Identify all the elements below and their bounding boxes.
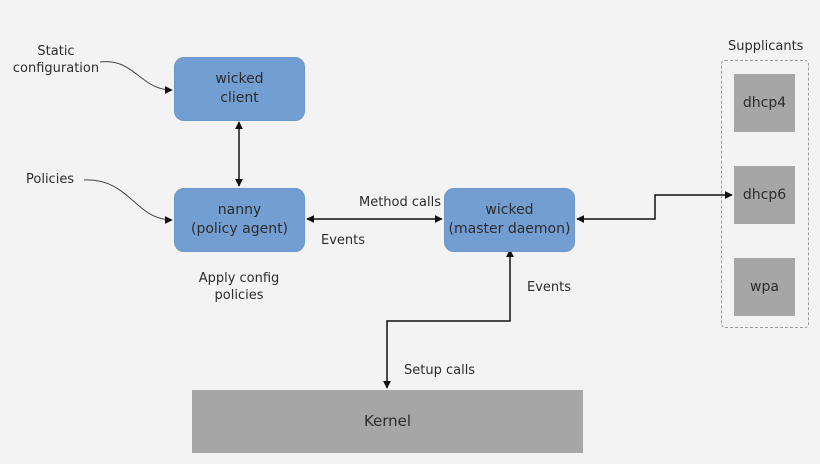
kernel-node: Kernel [192,390,583,453]
setup-calls-label: Setup calls [404,363,476,378]
nanny-node: nanny (policy agent) [174,188,305,252]
static-config-arrow [99,61,173,94]
static-configuration-label: Static configuration [12,44,100,76]
wicked-daemon-node: wicked (master daemon) [444,188,575,252]
events-right-label: Events [527,280,572,295]
policies-arrow [83,179,173,224]
dhcp6-node: dhcp6 [734,166,795,224]
method-calls-label: Method calls [359,195,441,210]
daemon-kernel-arrow [383,249,514,389]
policies-label: Policies [26,172,75,187]
supplicants-label: Supplicants [728,39,804,54]
supplicants-group [721,60,809,328]
wpa-node: wpa [734,258,795,316]
apply-config-label: Apply config policies [198,271,280,303]
daemon-dhcp6-arrow [576,191,733,223]
events-left-label: Events [321,233,366,248]
dhcp4-node: dhcp4 [734,74,795,132]
wicked-client-node: wicked client [174,57,305,121]
